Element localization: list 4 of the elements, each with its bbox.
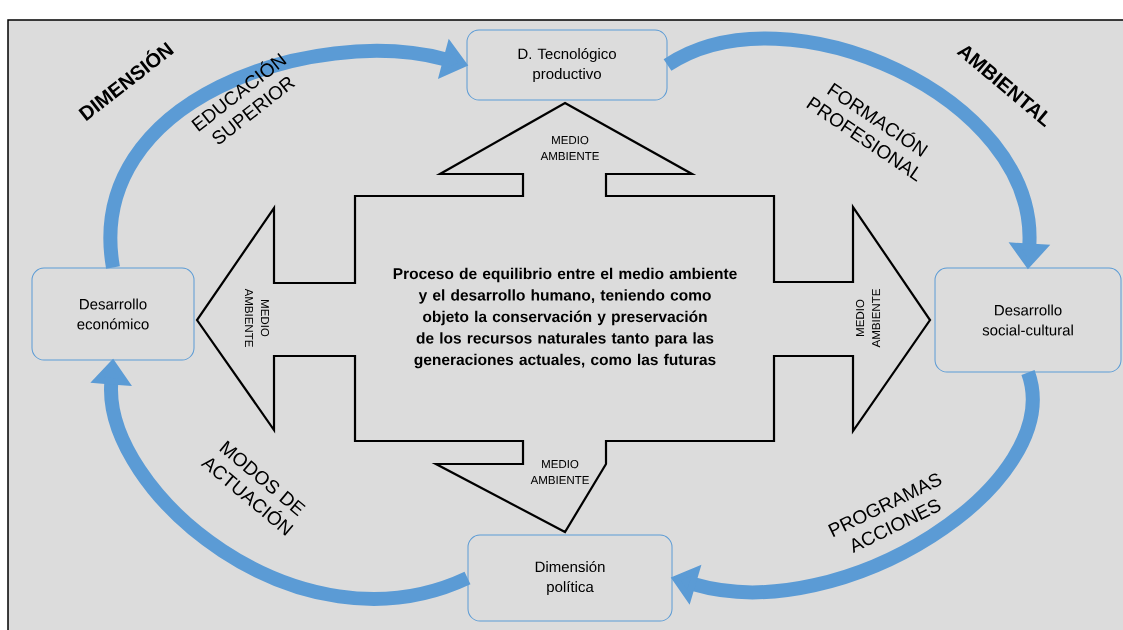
process-box: D. Tecnológico productivo (466, 29, 668, 101)
process-box: Desarrollo social-cultural (934, 267, 1122, 373)
process-box: Desarrollo económico (31, 267, 195, 361)
process-box: Dimensión política (467, 534, 673, 622)
